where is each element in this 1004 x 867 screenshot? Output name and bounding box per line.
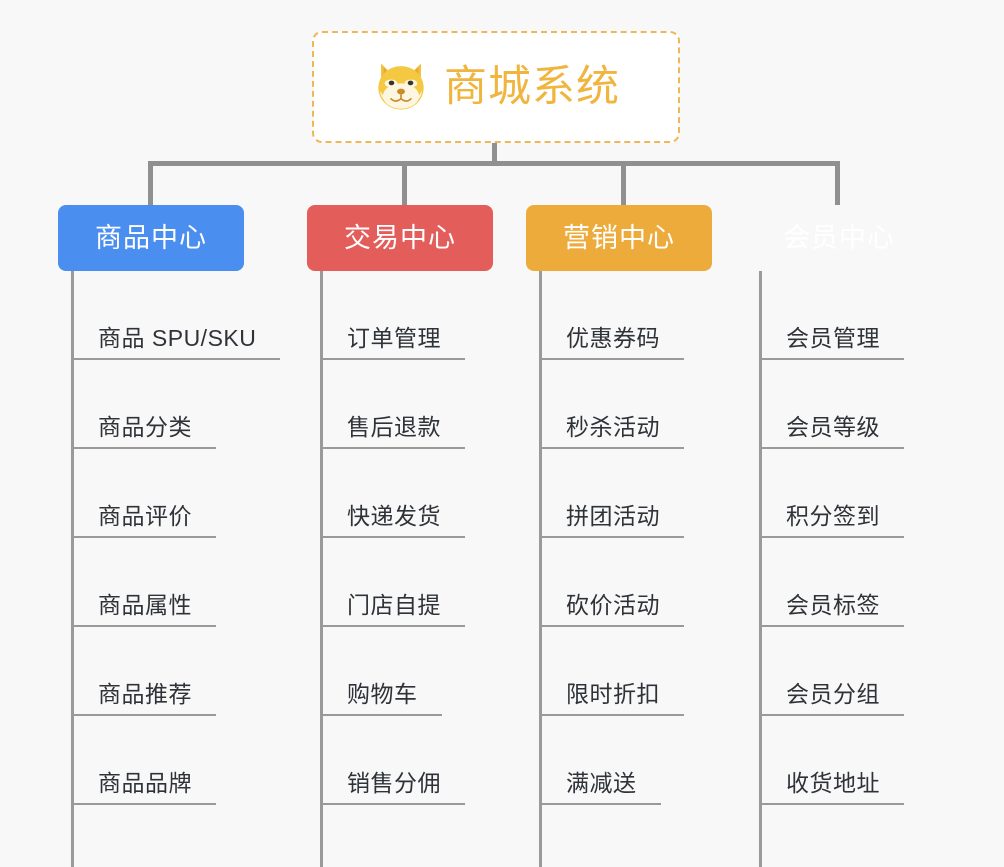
- leaf-item[interactable]: 满减送: [526, 716, 712, 805]
- leaf-item[interactable]: 商品推荐: [58, 627, 244, 716]
- connector-horizontal-bus: [148, 161, 840, 166]
- leaf-list-4: 会员管理会员等级积分签到会员标签会员分组收货地址: [746, 271, 932, 805]
- connector-drop-3: [621, 161, 626, 205]
- leaf-item[interactable]: 砍价活动: [526, 538, 712, 627]
- leaf-item-label: 砍价活动: [542, 592, 684, 627]
- leaf-item[interactable]: 限时折扣: [526, 627, 712, 716]
- leaf-item[interactable]: 快递发货: [307, 449, 493, 538]
- root-node[interactable]: 商城系统: [312, 31, 680, 143]
- root-title: 商城系统: [444, 62, 620, 111]
- leaf-item-label: 门店自提: [323, 592, 465, 627]
- leaf-item[interactable]: 销售分佣: [307, 716, 493, 805]
- leaf-item[interactable]: 会员等级: [746, 360, 932, 449]
- leaf-item-label: 商品分类: [74, 414, 216, 449]
- leaf-item[interactable]: 优惠券码: [526, 271, 712, 360]
- connector-drop-4: [835, 161, 840, 205]
- leaf-item[interactable]: 售后退款: [307, 360, 493, 449]
- leaf-item-label: 会员标签: [762, 592, 904, 627]
- leaf-item[interactable]: 积分签到: [746, 449, 932, 538]
- leaf-item-label: 快递发货: [323, 503, 465, 538]
- leaf-item-label: 商品评价: [74, 503, 216, 538]
- leaf-item[interactable]: 商品品牌: [58, 716, 244, 805]
- leaf-item[interactable]: 会员分组: [746, 627, 932, 716]
- leaf-list-2: 订单管理售后退款快递发货门店自提购物车销售分佣: [307, 271, 493, 805]
- leaf-item[interactable]: 会员管理: [746, 271, 932, 360]
- leaf-item-label: 限时折扣: [542, 681, 684, 716]
- leaf-item[interactable]: 会员标签: [746, 538, 932, 627]
- branch-trunk-2: [320, 271, 323, 867]
- leaf-item-label: 会员分组: [762, 681, 904, 716]
- leaf-item-label: 销售分佣: [323, 770, 465, 805]
- connector-drop-2: [402, 161, 407, 205]
- branch-column-2: 交易中心订单管理售后退款快递发货门店自提购物车销售分佣: [307, 205, 493, 867]
- leaf-item-label: 商品品牌: [74, 770, 216, 805]
- leaf-item-label: 满减送: [542, 770, 661, 805]
- leaf-item-label: 购物车: [323, 681, 442, 716]
- leaf-item-label: 售后退款: [323, 414, 465, 449]
- leaf-item[interactable]: 订单管理: [307, 271, 493, 360]
- leaf-item[interactable]: 商品 SPU/SKU: [58, 271, 281, 360]
- leaf-item[interactable]: 收货地址: [746, 716, 932, 805]
- branch-trunk-3: [539, 271, 542, 867]
- leaf-item[interactable]: 秒杀活动: [526, 360, 712, 449]
- leaf-item-label: 拼团活动: [542, 503, 684, 538]
- leaf-item-label: 积分签到: [762, 503, 904, 538]
- leaf-item-label: 会员管理: [762, 325, 904, 360]
- leaf-item[interactable]: 拼团活动: [526, 449, 712, 538]
- leaf-list-3: 优惠券码秒杀活动拼团活动砍价活动限时折扣满减送: [526, 271, 712, 805]
- branch-trunk-4: [759, 271, 762, 867]
- leaf-item-label: 会员等级: [762, 414, 904, 449]
- connector-root-stem: [492, 143, 497, 165]
- leaf-item-label: 商品 SPU/SKU: [74, 325, 281, 360]
- leaf-item-label: 商品推荐: [74, 681, 216, 716]
- leaf-item-label: 优惠券码: [542, 325, 684, 360]
- leaf-item[interactable]: 门店自提: [307, 538, 493, 627]
- branch-header-1[interactable]: 商品中心: [58, 205, 244, 271]
- branch-header-2[interactable]: 交易中心: [307, 205, 493, 271]
- leaf-item-label: 订单管理: [323, 325, 465, 360]
- connector-drop-1: [148, 161, 153, 205]
- leaf-item[interactable]: 购物车: [307, 627, 493, 716]
- mindmap-canvas: 商城系统 商品中心商品 SPU/SKU 商品分类商品评价商品属性商品推荐商品品牌 交…: [58, 31, 932, 867]
- branch-column-4: 会员中心会员管理会员等级积分签到会员标签会员分组收货地址: [746, 205, 932, 867]
- leaf-item[interactable]: 商品评价: [58, 449, 244, 538]
- branch-header-4[interactable]: 会员中心: [783, 223, 895, 253]
- leaf-item[interactable]: 商品属性: [58, 538, 244, 627]
- leaf-item[interactable]: 商品分类: [58, 360, 244, 449]
- leaf-item-label: 收货地址: [762, 770, 904, 805]
- branch-header-3[interactable]: 营销中心: [526, 205, 712, 271]
- branch-column-1: 商品中心商品 SPU/SKU 商品分类商品评价商品属性商品推荐商品品牌: [58, 205, 281, 867]
- leaf-item-label: 商品属性: [74, 592, 216, 627]
- branch-column-3: 营销中心优惠券码秒杀活动拼团活动砍价活动限时折扣满减送: [526, 205, 712, 867]
- leaf-list-1: 商品 SPU/SKU 商品分类商品评价商品属性商品推荐商品品牌: [58, 271, 281, 805]
- leaf-item-label: 秒杀活动: [542, 414, 684, 449]
- dog-face-icon: [372, 58, 430, 116]
- branch-trunk-1: [71, 271, 74, 867]
